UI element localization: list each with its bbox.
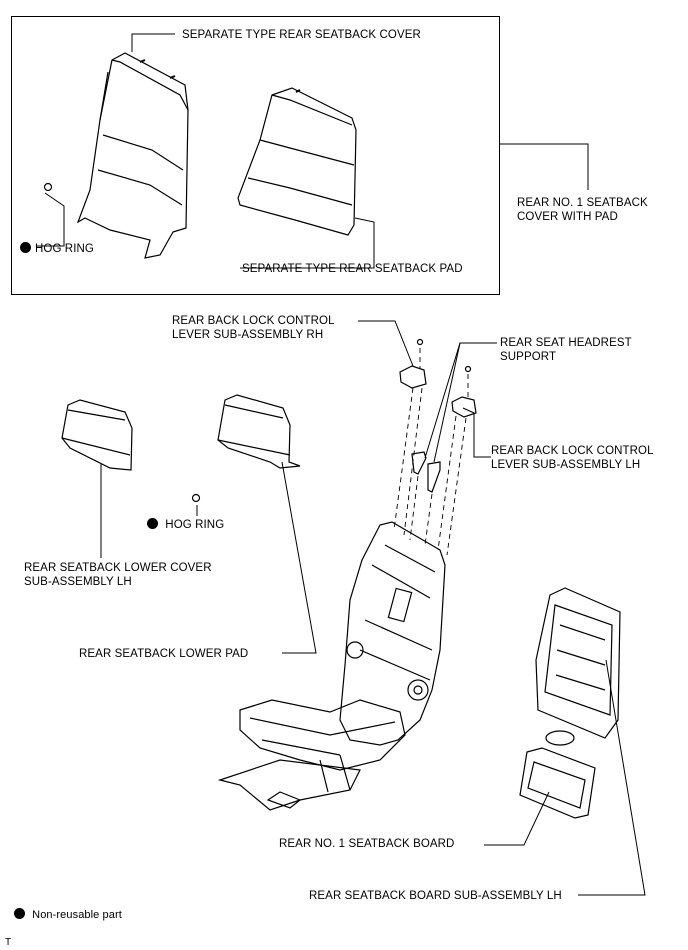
cover-with-pad-group-frame <box>11 16 500 295</box>
hog-ring-label-top: HOG RING <box>20 242 94 256</box>
hog-ring-icon <box>191 493 201 503</box>
lock-lever-lh-drawing <box>451 365 477 418</box>
legend: Non-reusable part <box>14 908 122 922</box>
board-subassembly-label: REAR SEATBACK BOARD SUB-ASSEMBLY LH <box>309 890 562 902</box>
hog-ring-text: HOG RING <box>165 519 225 531</box>
seatback-board-label: REAR NO. 1 SEATBACK BOARD <box>279 838 455 850</box>
corner-mark: T <box>5 937 12 948</box>
legend-text: Non-reusable part <box>32 909 122 921</box>
hog-ring-text: HOG RING <box>35 243 94 255</box>
lower-cover-label: REAR SEATBACK LOWER COVER SUB-ASSEMBLY L… <box>24 562 212 588</box>
hog-ring-icon <box>43 182 53 192</box>
lock-lever-rh-drawing <box>399 338 427 389</box>
seatback-pad-drawing <box>237 87 357 236</box>
seatback-pad-label: SEPARATE TYPE REAR SEATBACK PAD <box>242 263 463 275</box>
lock-lever-rh-label: REAR BACK LOCK CONTROL LEVER SUB-ASSEMBL… <box>172 315 335 341</box>
cover-with-pad-label: REAR NO. 1 SEATBACK COVER WITH PAD <box>517 197 648 223</box>
lower-pad-drawing <box>217 394 301 469</box>
seatback-board-drawing <box>519 747 596 819</box>
headrest-support-drawing <box>411 451 441 493</box>
non-reusable-dot-icon <box>147 518 158 529</box>
lower-pad-label: REAR SEATBACK LOWER PAD <box>79 648 249 660</box>
dashed-guides <box>393 348 469 556</box>
non-reusable-dot-icon <box>14 908 25 919</box>
leader-lines <box>36 33 646 896</box>
seatback-cover-drawing <box>76 52 189 259</box>
seat-frame-drawing <box>217 521 446 811</box>
hog-ring-label-mid: HOG RING <box>147 518 224 532</box>
non-reusable-dot-icon <box>20 242 31 253</box>
seatback-cover-label: SEPARATE TYPE REAR SEATBACK COVER <box>182 29 421 41</box>
headrest-support-label: REAR SEAT HEADREST SUPPORT <box>500 337 632 363</box>
lock-lever-lh-label: REAR BACK LOCK CONTROL LEVER SUB-ASSEMBL… <box>491 445 654 471</box>
seatback-board-assembly-drawing <box>535 587 621 746</box>
lower-cover-drawing <box>61 399 133 471</box>
